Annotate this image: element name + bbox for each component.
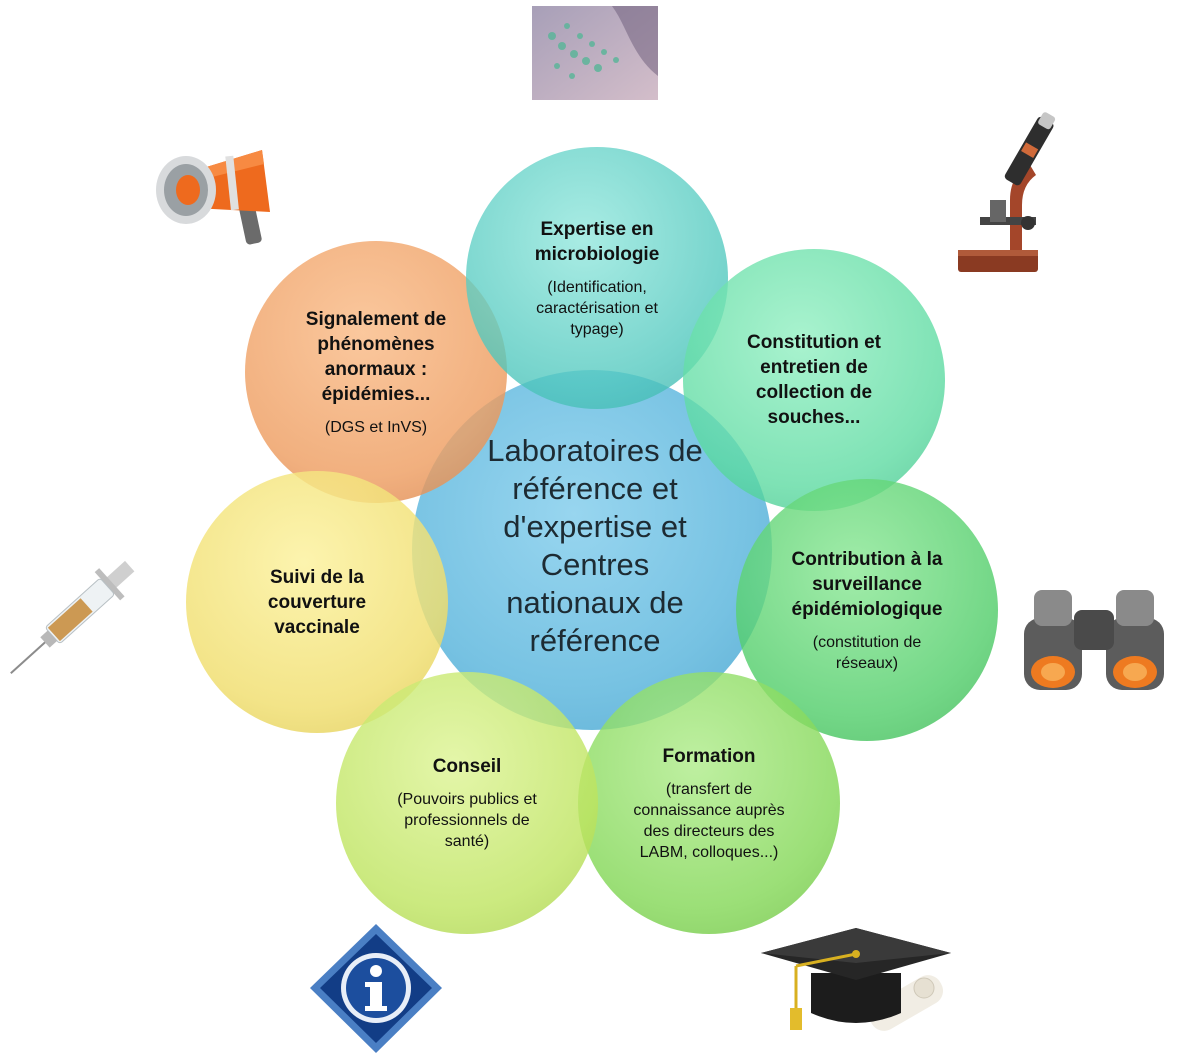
petal-title: Expertise en microbiologie [534, 218, 660, 265]
microscope-icon [950, 105, 1060, 275]
graduation-cap-icon [756, 918, 956, 1048]
petal-title: Constitution et entretien de collection … [746, 332, 882, 428]
petal-conseil: Conseil (Pouvoirs publics et professionn… [336, 672, 598, 934]
center-label: Laboratoires de référence et d'expertise… [487, 433, 703, 658]
megaphone-icon [150, 142, 278, 250]
binoculars-icon [1014, 580, 1174, 700]
petal-subtitle: (constitution de réseaux) [812, 633, 922, 672]
petal-title: Formation [662, 745, 756, 767]
petal-vaccinal: Suivi de la couverture vaccinale [186, 471, 448, 733]
petal-subtitle: (Identification, caractérisation et typa… [536, 278, 658, 338]
petal-title: Signalement de phénomènes anormaux : épi… [305, 308, 447, 405]
info-icon [308, 922, 444, 1055]
petal-title: Contribution à la surveillance épidémiol… [791, 548, 943, 620]
petal-title: Suivi de la couverture vaccinale [267, 566, 367, 638]
microbe-image-icon [532, 6, 658, 100]
petal-subtitle: (transfert de connaissance auprès des di… [633, 780, 785, 861]
petal-expertise: Expertise en microbiologie (Identificati… [466, 147, 728, 409]
syringe-icon [4, 548, 138, 690]
petal-subtitle: (Pouvoirs publics et professionnels de s… [397, 791, 537, 850]
petal-collection: Constitution et entretien de collection … [683, 249, 945, 511]
petal-formation: Formation (transfert de connaissance aup… [578, 672, 840, 934]
petal-title: Conseil [432, 756, 502, 777]
petal-signalement: Signalement de phénomènes anormaux : épi… [245, 241, 507, 503]
petal-subtitle: (DGS et InVS) [324, 418, 428, 436]
